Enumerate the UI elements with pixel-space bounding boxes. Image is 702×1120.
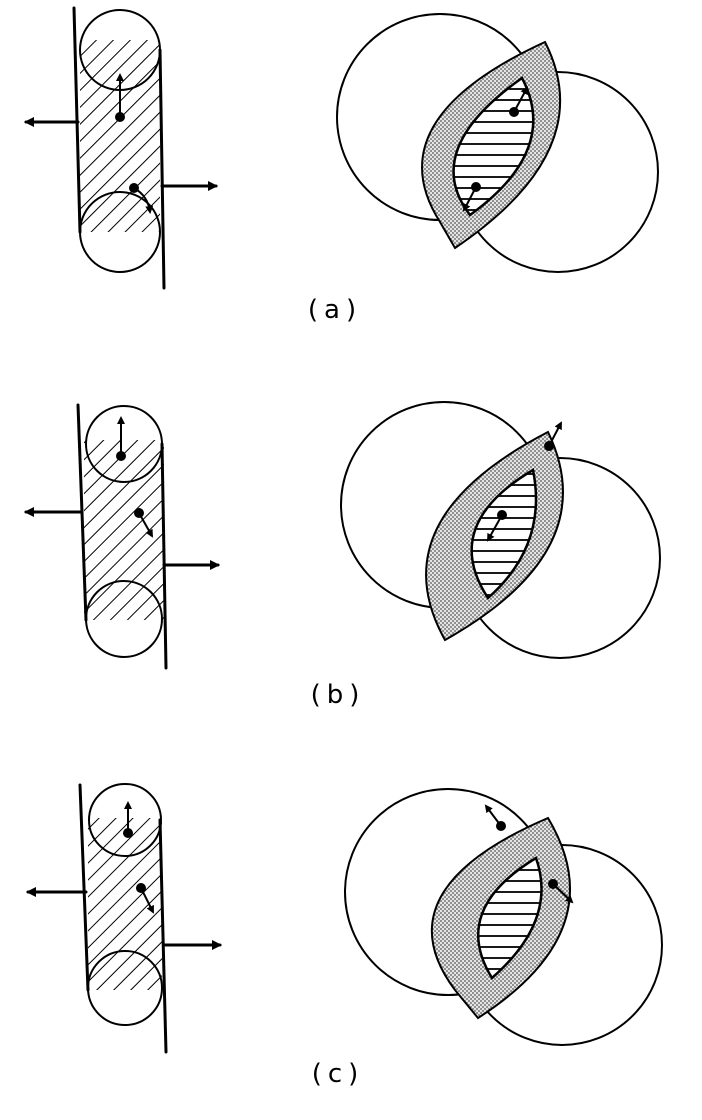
panel-b-cylinder xyxy=(24,403,220,670)
panel-c-left-wall xyxy=(78,783,90,992)
panel-b-lens-diagram xyxy=(340,401,661,659)
panel-c-cylinder xyxy=(26,783,222,1054)
panel-a-right-wall xyxy=(158,48,166,290)
caption-a: (a) xyxy=(308,295,362,325)
panel-b-right-wall xyxy=(160,442,168,670)
panel-b: (b) xyxy=(24,401,661,710)
panel-c-lens-diagram xyxy=(344,788,663,1046)
panel-a-left-wall xyxy=(72,6,82,234)
panel-a-lens-diagram xyxy=(336,13,659,273)
caption-c: (c) xyxy=(312,1059,365,1089)
panel-c: (c) xyxy=(26,783,663,1089)
panel-a: (a) xyxy=(24,6,659,325)
panel-c-right-wall xyxy=(158,818,168,1054)
panel-a-cylinder xyxy=(24,6,218,290)
caption-b: (b) xyxy=(311,680,366,710)
